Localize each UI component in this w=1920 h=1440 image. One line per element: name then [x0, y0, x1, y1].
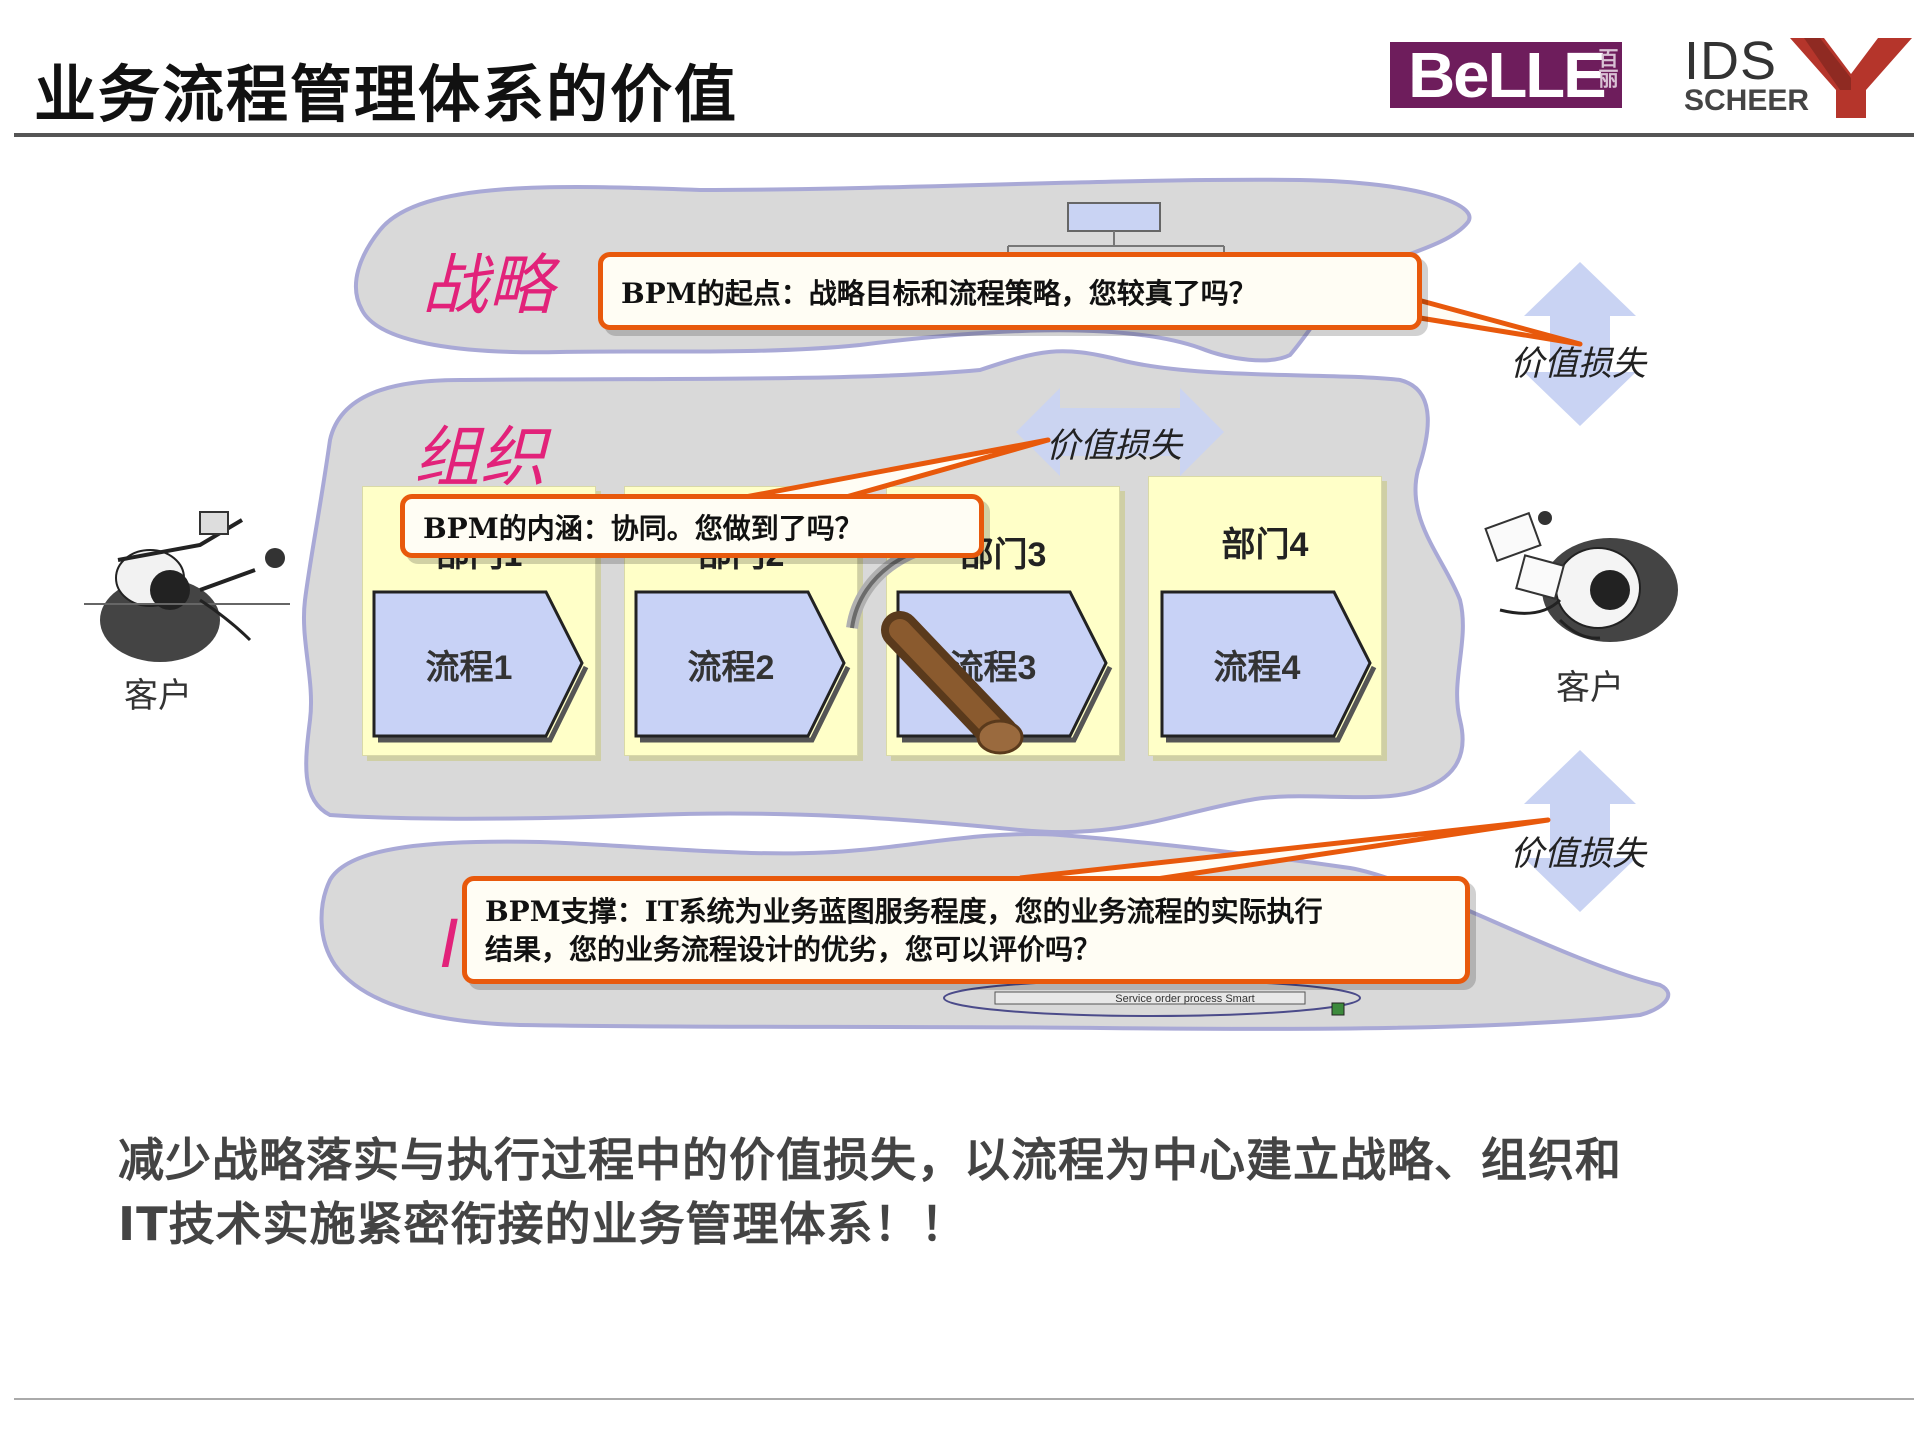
- title-divider: [14, 133, 1914, 137]
- footer-divider: [14, 1398, 1914, 1400]
- callout-strategy-text: BPM的起点：战略目标和流程策略，您较真了吗？: [621, 277, 1257, 310]
- callout-organization-text: BPM的内涵：协同。您做到了吗？: [423, 512, 863, 545]
- y-logo-icon: [1790, 38, 1912, 118]
- summary-line-2: IT技术实施紧密衔接的业务管理体系！！: [118, 1197, 968, 1251]
- vertical-double-arrow-bottom: [1524, 750, 1636, 912]
- summary-line-1: 减少战略落实与执行过程中的价值损失，以流程为中心建立战略、组织和: [118, 1133, 1622, 1187]
- callout-it: BPM支撑：IT系统为业务蓝图服务程度，您的业务流程的实际执行 结果，您的业务流…: [462, 876, 1470, 984]
- it-layer-label: I: [440, 906, 460, 983]
- callout-it-line2: 结果，您的业务流程设计的优劣，您可以评价吗？: [485, 933, 1102, 966]
- process-label-3: 流程3: [949, 649, 1037, 687]
- callout-organization: BPM的内涵：协同。您做到了吗？: [400, 494, 984, 558]
- value-loss-bottom: 价值损失: [1510, 834, 1646, 874]
- callout-strategy: BPM的起点：战略目标和流程策略，您较真了吗？: [598, 252, 1422, 330]
- org-chart-lines: [1007, 231, 1225, 258]
- page-title: 业务流程管理体系的价值: [34, 58, 739, 131]
- horizontal-double-arrow: [1016, 388, 1224, 476]
- it-process-bar: [994, 991, 1306, 1005]
- belle-logo: BeLLE 百丽: [1390, 42, 1622, 108]
- customer-left-label: 客户: [124, 676, 192, 716]
- process-label-2: 流程2: [687, 649, 775, 687]
- process-label-4: 流程4: [1213, 649, 1301, 687]
- summary-text: 减少战略落实与执行过程中的价值损失，以流程为中心建立战略、组织和 IT技术实施紧…: [118, 1128, 1848, 1256]
- value-loss-top: 价值损失: [1510, 344, 1646, 384]
- org-chart-box: [1067, 202, 1161, 232]
- department-label-4: 部门4: [1221, 526, 1309, 564]
- customer-right-label: 客户: [1556, 668, 1624, 708]
- it-process-label: Service order process Smart: [1115, 993, 1255, 1005]
- it-network-icon: [1331, 1002, 1345, 1016]
- ids-scheer-logo: IDS SCHEER: [1684, 31, 1810, 117]
- callout-it-line1: BPM支撑：IT系统为业务蓝图服务程度，您的业务流程的实际执行: [485, 895, 1323, 928]
- value-loss-middle: 价值损失: [1046, 426, 1182, 466]
- department-box-4: 部门4: [1148, 476, 1382, 756]
- organization-layer-label: 组织: [414, 419, 546, 496]
- process-label-1: 流程1: [425, 649, 513, 687]
- strategy-layer-label: 战略: [422, 247, 554, 324]
